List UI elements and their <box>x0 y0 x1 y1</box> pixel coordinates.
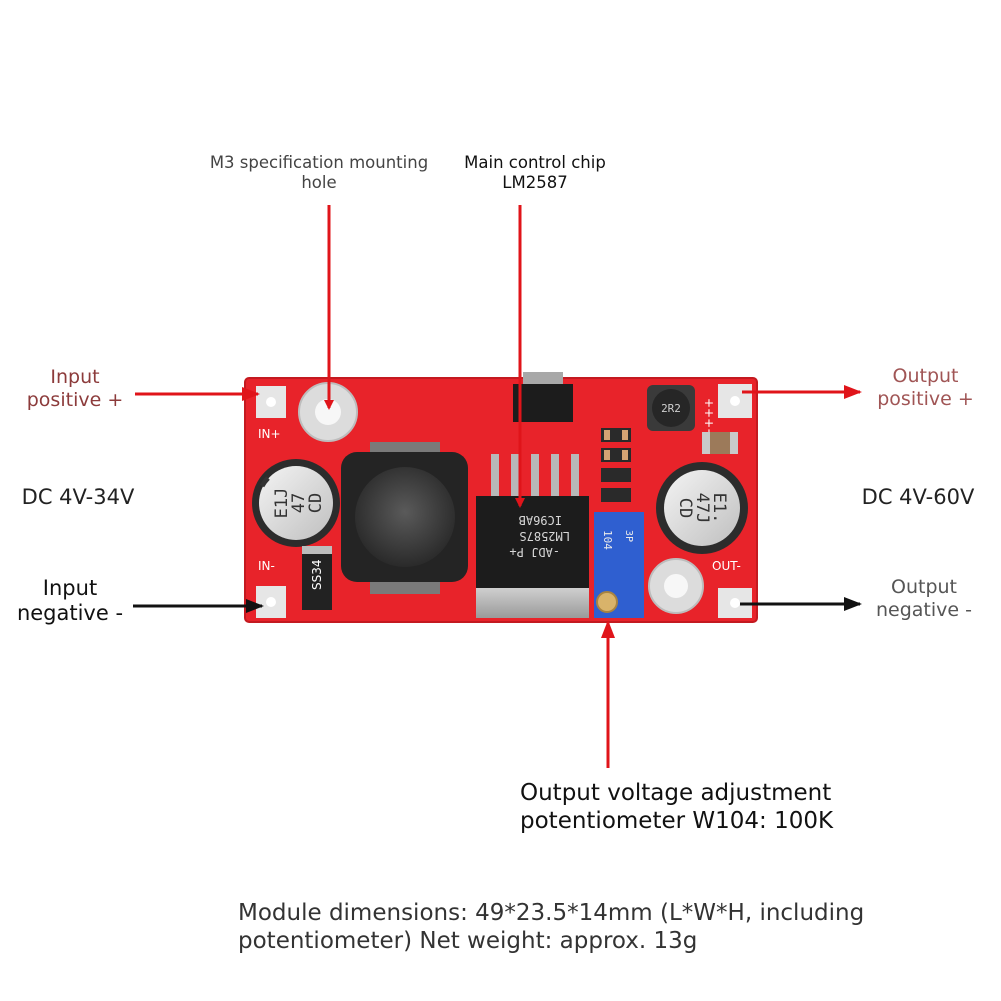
label-output-negative: Output negative - <box>876 576 972 621</box>
cap-left-line3: CD <box>306 493 326 513</box>
label-mounting-hole: M3 specification mounting hole <box>209 153 429 192</box>
inductor-main <box>341 442 468 594</box>
label-output-positive: Output positive + <box>877 365 974 410</box>
capacitor-output: E1. 47J CD <box>656 462 748 554</box>
label-main-chip: Main control chip LM2587 <box>464 153 606 192</box>
label-input-positive: Input positive + <box>26 366 124 411</box>
label-specifications: Module dimensions: 49*23.5*14mm (L*W*H, … <box>238 900 865 954</box>
cap-right-line2: 47J <box>692 493 712 524</box>
pot-mark-1: 104 <box>601 530 614 550</box>
silk-in-minus: IN- <box>258 559 275 573</box>
diode-marking: SS34 <box>310 559 324 590</box>
inductor-small-mark: 2R2 <box>661 402 681 415</box>
silk-in-plus: IN+ <box>258 427 281 441</box>
chip-mark-1: -ADJ P+ <box>509 545 560 559</box>
small-ic-top <box>513 384 573 422</box>
smd-capacitor <box>702 432 738 454</box>
pot-mark-2: 3P <box>623 530 634 542</box>
cap-left-line2: 47 <box>289 493 309 513</box>
chip-mark-2: LM2587S <box>519 529 570 543</box>
cap-right-line1: E1. <box>709 493 729 524</box>
potentiometer: 104 3P <box>594 512 644 618</box>
inductor-small: 2R2 <box>647 385 695 431</box>
cap-right-line3: CD <box>675 498 695 518</box>
cap-left-line1: E1J <box>272 488 292 519</box>
label-potentiometer: Output voltage adjustment potentiometer … <box>520 780 834 834</box>
smd-resistors <box>601 428 631 502</box>
capacitor-input: E1J 47 CD <box>252 459 340 547</box>
chip-mark-3: IC96AB <box>519 513 562 527</box>
label-input-negative: Input negative - <box>16 576 124 626</box>
main-chip: -ADJ P+ LM2587S IC96AB <box>476 454 589 618</box>
diode: SS34 <box>302 546 332 610</box>
label-input-range: DC 4V-34V <box>21 485 135 509</box>
silk-out-minus: OUT- <box>712 559 741 573</box>
label-output-range: DC 4V-60V <box>861 485 975 509</box>
silk-out-plus: ++++ <box>702 398 716 438</box>
